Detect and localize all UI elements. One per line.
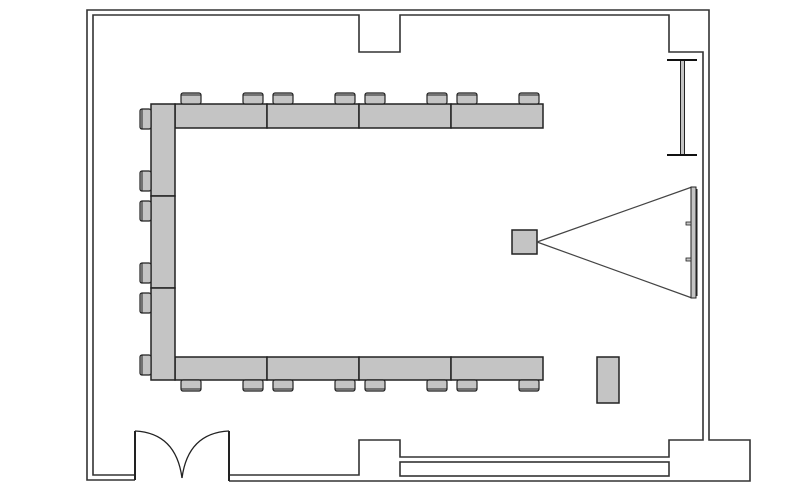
chair	[272, 92, 294, 105]
chair	[456, 92, 478, 105]
chair-seat	[180, 379, 202, 392]
chair-seat	[518, 92, 540, 105]
bench	[399, 461, 670, 477]
chair	[456, 379, 478, 392]
chair-seat	[364, 379, 386, 392]
chair	[139, 170, 152, 192]
walls	[86, 9, 751, 482]
chair	[364, 379, 386, 392]
chair	[139, 200, 152, 222]
chair	[518, 379, 540, 392]
whiteboard	[680, 59, 685, 156]
chair-seat	[180, 92, 202, 105]
chair-seat	[456, 92, 478, 105]
table-bottom-row	[174, 356, 268, 381]
outer-wall	[86, 9, 751, 482]
chair-seat	[426, 379, 448, 392]
table-top-row	[174, 103, 268, 129]
projector-setup	[511, 186, 698, 299]
chair	[139, 354, 152, 376]
chair	[426, 92, 448, 105]
table-bottom-row	[450, 356, 544, 381]
table-side-column	[150, 103, 176, 197]
chair	[364, 92, 386, 105]
chair	[242, 92, 264, 105]
chair	[518, 92, 540, 105]
whiteboard-stand	[667, 59, 697, 156]
chair-seat	[242, 92, 264, 105]
door-swing-left	[134, 430, 183, 479]
chair-seat	[139, 170, 152, 192]
table-side-column	[150, 287, 176, 381]
podium	[596, 356, 620, 404]
chair-seat	[518, 379, 540, 392]
chair-seat	[334, 379, 356, 392]
chair-seat	[334, 92, 356, 105]
chair-seat	[139, 292, 152, 314]
chair-seat	[139, 200, 152, 222]
chairs	[139, 92, 540, 392]
chair	[334, 379, 356, 392]
chair	[139, 292, 152, 314]
double-door[interactable]	[134, 430, 230, 481]
chair	[180, 379, 202, 392]
table-bottom-row	[358, 356, 452, 381]
chair-seat	[364, 92, 386, 105]
chair-seat	[272, 92, 294, 105]
chair-seat	[426, 92, 448, 105]
table-top-row	[266, 103, 360, 129]
chair-seat	[139, 108, 152, 130]
table-side-column	[150, 195, 176, 289]
chair	[426, 379, 448, 392]
table-bottom-row	[266, 356, 360, 381]
chair-seat	[242, 379, 264, 392]
chair	[139, 108, 152, 130]
u-shaped-tables	[150, 103, 544, 381]
chair-seat	[272, 379, 294, 392]
projection-screen	[690, 186, 697, 299]
door-swing-right	[181, 430, 230, 479]
projection-beam-top	[536, 186, 693, 243]
projector	[511, 229, 538, 255]
chair-seat	[139, 262, 152, 284]
chair	[180, 92, 202, 105]
projection-beam-bottom	[536, 241, 693, 299]
chair	[139, 262, 152, 284]
table-top-row	[358, 103, 452, 129]
chair	[242, 379, 264, 392]
chair	[334, 92, 356, 105]
chair-seat	[456, 379, 478, 392]
chair-seat	[139, 354, 152, 376]
inner-wall	[92, 14, 704, 476]
chair	[272, 379, 294, 392]
table-top-row	[450, 103, 544, 129]
